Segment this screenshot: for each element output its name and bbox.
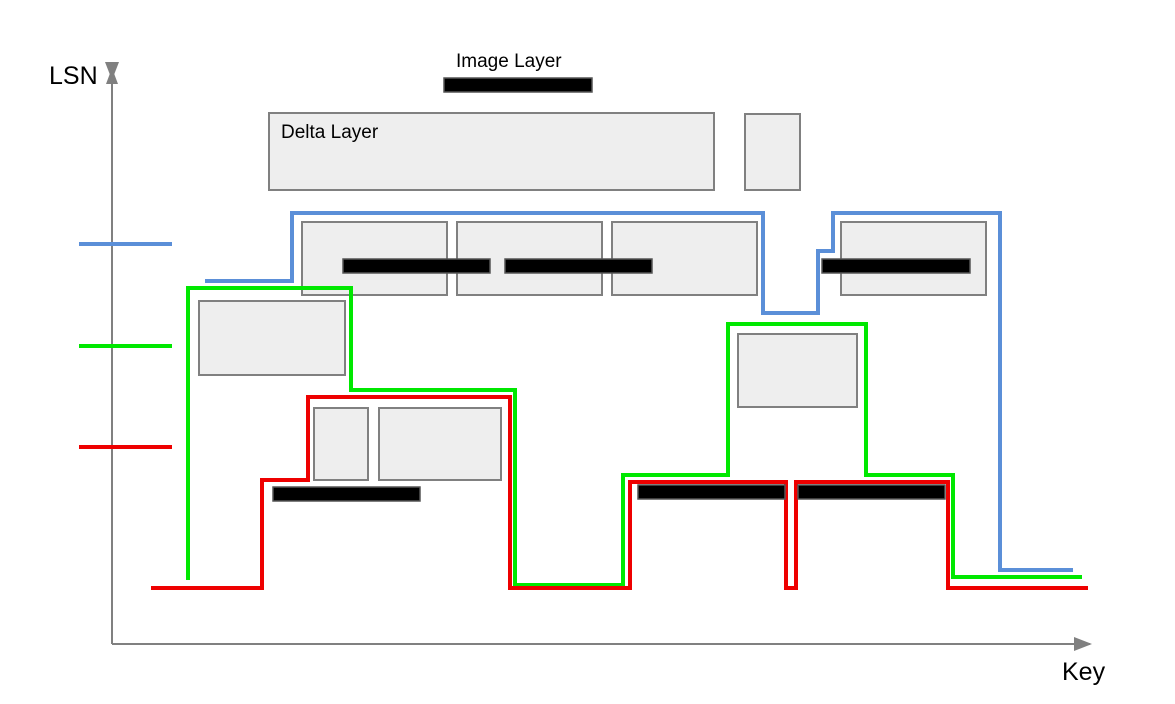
red-bar-1 [272,486,421,502]
delta-layer-label: Delta Layer [281,122,379,143]
blue-bar-2 [504,258,653,274]
delta-layer-box [268,112,715,191]
y-axis-arrow-icon [106,68,118,84]
x-axis-label: Key [1062,658,1106,686]
green-box-right [737,333,858,408]
blue-bar-1 [342,258,491,274]
blue-polyline [205,211,1073,572]
red-bar-2 [637,484,786,500]
red-polyline [151,395,1088,590]
green-polyline [186,286,1082,587]
red-box-large [378,407,502,481]
delta-layer-box-small [744,113,801,191]
red-bar-3 [797,484,946,500]
image-layer-bar [443,77,593,93]
y-axis-label: LSN [49,62,98,90]
green-box-left [198,300,346,376]
red-box-small [313,407,369,481]
blue-bar-3 [821,258,971,274]
image-layer-label: Image Layer [456,51,562,72]
